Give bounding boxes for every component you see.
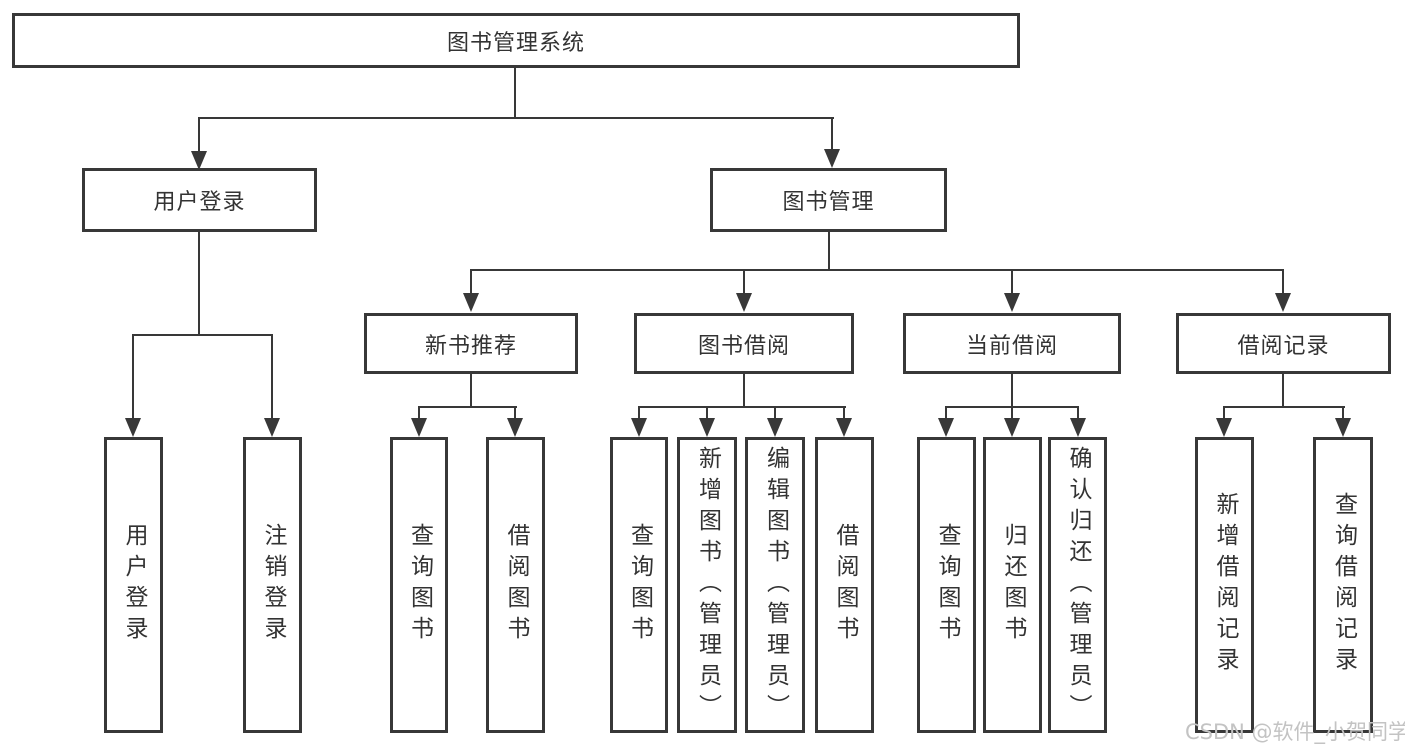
arrow-down-icon [411,418,427,437]
node-label: 图书借阅 [697,333,790,359]
arrow-down-icon [1335,418,1351,437]
arrow-down-icon [1004,418,1020,437]
arrow-down-icon [1070,418,1086,437]
connector-line [843,406,845,420]
connector-line [1342,406,1344,420]
leaf-logout: 注销登录 [243,437,302,733]
arrow-down-icon [191,151,207,170]
connector-line [743,373,745,408]
arrow-down-icon [938,418,954,437]
arrow-down-icon [767,418,783,437]
connector-line [198,232,200,336]
connector-line [470,373,472,408]
connector-line [638,406,640,420]
leaf-add-borrow-record: 新增借阅记录 [1195,437,1254,733]
leaf-confirm-return-admin: 确认归还（管理员） [1048,437,1107,733]
arrow-down-icon [264,418,280,437]
node-book-management: 图书管理 [710,168,947,232]
connector-line [514,406,516,420]
connector-line [1077,406,1079,420]
arrow-down-icon [631,418,647,437]
connector-line [470,269,472,295]
connector-line [470,269,1284,271]
leaf-query-books-current: 查询图书 [917,437,976,733]
arrow-down-icon [125,418,141,437]
connector-line [638,406,846,408]
leaf-borrow-books: 借阅图书 [815,437,874,733]
connector-line [743,269,745,295]
connector-line [198,117,200,153]
connector-line [132,334,134,418]
connector-line [271,334,273,418]
connector-line [198,117,834,119]
node-label: 借阅记录 [1237,333,1330,359]
connector-line [774,406,776,420]
connector-line [831,117,833,151]
node-current-borrow: 当前借阅 [903,313,1121,374]
node-label: 用户登录 [153,190,246,215]
arrow-down-icon [836,418,852,437]
arrow-down-icon [824,149,840,168]
csdn-watermark: CSDN @软件_小贺同学 [1185,720,1405,744]
leaf-query-books-borrow: 查询图书 [610,437,668,733]
connector-line [1011,373,1013,408]
connector-line [945,406,947,420]
connector-line [1223,406,1345,408]
connector-line [1282,269,1284,295]
node-label: 图书管理系统 [446,30,585,56]
node-book-borrow: 图书借阅 [634,313,854,374]
connector-line [418,406,517,408]
arrow-down-icon [1216,418,1232,437]
arrow-down-icon [699,418,715,437]
connector-line [418,406,420,420]
node-borrow-records: 借阅记录 [1176,313,1391,374]
node-label: 新书推荐 [424,333,517,359]
connector-line [1282,373,1284,408]
connector-line [1011,269,1013,295]
leaf-edit-books-admin: 编辑图书（管理员） [745,437,805,733]
connector-line [1223,406,1225,420]
connector-line [132,334,273,336]
arrow-down-icon [1004,293,1020,312]
node-user-login: 用户登录 [82,168,317,232]
leaf-return-books: 归还图书 [983,437,1042,733]
connector-line [706,406,708,420]
node-new-book-recommend: 新书推荐 [364,313,578,374]
node-library-management-system: 图书管理系统 [12,13,1020,68]
connector-line [514,68,516,118]
connector-line [1011,406,1013,420]
leaf-add-books-admin: 新增图书（管理员） [677,437,737,733]
arrow-down-icon [507,418,523,437]
leaf-query-books-recommend: 查询图书 [390,437,448,733]
leaf-user-login: 用户登录 [104,437,163,733]
arrow-down-icon [1275,293,1291,312]
leaf-borrow-books-recommend: 借阅图书 [486,437,545,733]
arrow-down-icon [463,293,479,312]
connector-line [828,232,830,271]
node-label: 图书管理 [782,190,875,215]
leaf-query-borrow-record: 查询借阅记录 [1313,437,1373,733]
arrow-down-icon [736,293,752,312]
node-label: 当前借阅 [965,333,1058,359]
